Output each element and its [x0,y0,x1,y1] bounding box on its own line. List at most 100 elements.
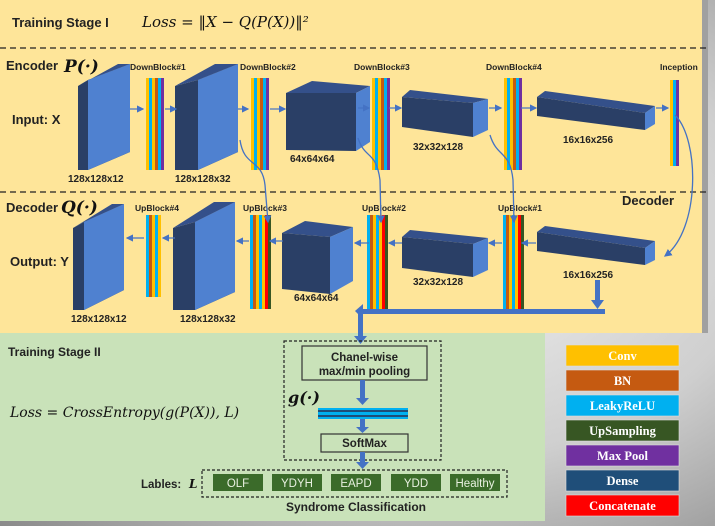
layer-bn [253,215,256,309]
layer-conv [256,215,259,309]
encoder-block-downblock-4: DownBlock#4 [486,62,542,170]
legend-label: Concatenate [589,499,656,513]
labels-prefix: Lables: [141,479,181,491]
encoder-tensor-5-size: 16x16x256 [563,135,613,146]
layer-leakyrelu [155,215,158,297]
layer-concatenate [382,215,385,309]
pooling-line2: max/min pooling [319,366,410,378]
layer-leakyrelu [254,78,257,170]
encoder-tensor-2 [175,64,238,170]
decoder-tensor-1 [537,226,655,265]
encoder-block-label: DownBlock#3 [354,62,410,72]
legend-label: LeakyReLU [590,399,655,413]
legend-item-leakyrelu: LeakyReLU [565,394,680,417]
decoder-block-upblock-1: UpBlock#1 [498,203,542,309]
stage1-loss: Loss = ‖X − Q(P(X))‖² [141,13,309,31]
skip-connection-inception [663,114,694,257]
encoder-tensor-3-size: 64x64x64 [290,154,335,165]
layer-leakyrelu [250,215,253,309]
legend-item-conv: Conv [565,344,680,367]
decoder-tensor-2-size: 32x32x128 [413,277,463,288]
arrow-softmax-to-labels [356,452,369,469]
encoder-block-label: Inception [660,62,698,72]
layer-bn [370,215,373,309]
decoder-side-label: Decoder [622,193,674,208]
decoder-tensor-1-size: 16x16x256 [563,270,613,281]
layer-conv [515,215,518,309]
encoder-title: Encoder [6,58,58,73]
label-ydyh: YDYH [272,474,322,491]
layer-leakyrelu [149,78,152,170]
layer-conv [152,215,155,297]
g-func-label: g(·) [288,388,320,407]
layer-bn [155,78,158,170]
encoder-tensor-1-size: 128x128x12 [68,174,124,185]
layer-conv [378,78,381,170]
legend-swatch [565,494,680,517]
encoder-tensor-3 [286,81,370,151]
legend-swatch [565,369,680,392]
legend-item-bn: BN [565,369,680,392]
legend-swatch [565,469,680,492]
output-label: Output: Y [10,254,69,269]
layer-leakyrelu [158,78,161,170]
stage2-loss: Loss = CrossEntropy(g(P(X)), L) [9,405,239,421]
encoder-func: P(·) [63,57,99,77]
legend-swatch [565,344,680,367]
decoder-block-label: UpBlock#3 [243,203,287,213]
layer-conv [379,215,382,309]
encoder-block-label: DownBlock#4 [486,62,542,72]
layer-conv [504,78,507,170]
layer-conv [509,215,512,309]
input-label: Input: X [12,112,61,127]
layer-bn [260,78,263,170]
legend-swatch [565,444,680,467]
layer-max-pool [387,78,390,170]
label-text: YDYH [281,478,313,490]
layer-leakyrelu [263,78,266,170]
layer-leakyrelu [516,78,519,170]
layer-max-pool [676,80,679,166]
layer-upsampling [268,215,271,309]
label-ydd: YDD [391,474,441,491]
layer-conv [670,80,673,166]
classification-caption: Syndrome Classification [286,500,426,514]
legend-item-max-pool: Max Pool [565,444,680,467]
skip-connection-2-3 [239,139,272,224]
legend-item-concatenate: Concatenate [565,494,680,517]
layer-bn [506,215,509,309]
decoder-block-label: UpBlock#4 [135,203,179,213]
bottleneck-connector [354,280,605,344]
label-text: YDD [404,478,428,490]
legend-label: Max Pool [597,449,649,463]
legend-swatch [565,419,680,442]
decoder-tensor-4 [173,202,235,310]
label-text: EAPD [340,478,371,490]
skip-connection-4-1 [489,134,518,224]
layer-conv [158,215,161,297]
label-eapd: EAPD [331,474,381,491]
layer-conv [251,78,254,170]
encoder-block-downblock-3: DownBlock#3 [354,62,410,170]
label-healthy: Healthy [450,474,500,491]
layer-leakyrelu [503,215,506,309]
layer-conv [257,78,260,170]
label-text: Healthy [456,478,495,490]
arrow-dense-to-softmax [356,419,369,433]
decoder-flow-arrows [125,234,536,247]
labels-var: L [188,477,197,491]
layer-leakyrelu [673,80,676,166]
layer-conv [152,78,155,170]
decoder-tensor-5-size: 128x128x12 [71,314,127,325]
decoder-tensor-3 [282,221,353,294]
layer-conv [262,215,265,309]
layer-leakyrelu [384,78,387,170]
encoder-block-label: DownBlock#1 [130,62,186,72]
g-function-box [283,340,442,461]
arrow-pool-to-dense [356,380,369,405]
layer-concatenate [518,215,521,309]
encoder-tensor-2-size: 128x128x32 [175,174,231,185]
stage2-title: Training Stage II [8,345,101,359]
decoder-tensor-5 [73,204,124,310]
